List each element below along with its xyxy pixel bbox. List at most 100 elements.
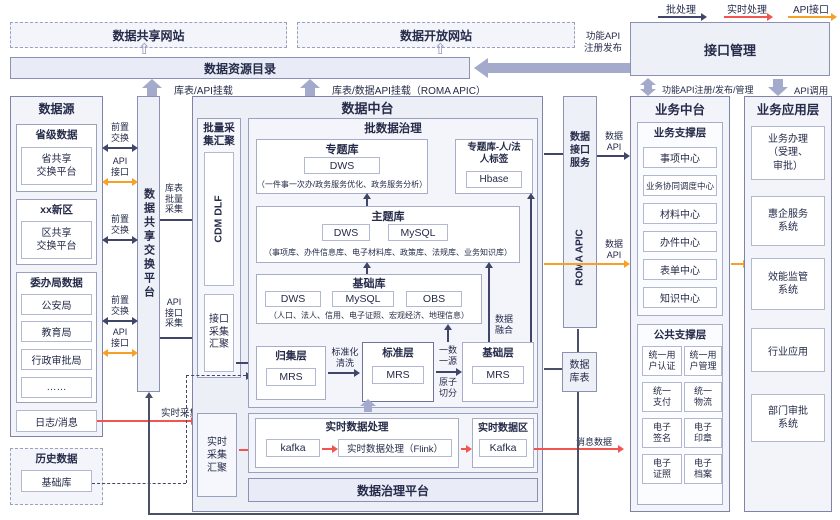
- support-item: 材料中心: [643, 203, 717, 224]
- ifcol-to-dbtable-line: [577, 329, 579, 352]
- one-source-label: 一数 一源: [438, 345, 457, 366]
- bureau-item: 教育局: [21, 321, 92, 342]
- share-website-box: 数据共享网站: [10, 22, 287, 48]
- api-if-label: API 接口: [110, 327, 129, 348]
- api-collect-arrow: [160, 337, 194, 339]
- support-item: 表单中心: [643, 259, 717, 280]
- rt-to-batchgov-arrow: [364, 406, 372, 412]
- flink-to-rtzone-arrow: [461, 448, 467, 450]
- roma-apic-label-wrap: ROMA APIC: [563, 200, 597, 315]
- kafka-box: kafka: [266, 439, 320, 457]
- data-api-label: 数据 API: [604, 131, 623, 152]
- theme-to-special-arrow-head: [363, 193, 371, 199]
- hbase-box: Hbase: [466, 171, 522, 188]
- data-api-arrow: [597, 155, 624, 157]
- data-middle-platform-title: 数据中台: [341, 101, 394, 116]
- special-db-caption: （一件事一次办/政务服务优化、政务服务分析）: [256, 179, 428, 189]
- interface-collect-box: 接口 采集 汇聚: [204, 294, 234, 372]
- api-mgmt-to-catalog-arrow-head: [474, 58, 488, 78]
- api-if-arrow: [107, 181, 133, 183]
- front-exchange-arrow-left: [102, 317, 108, 325]
- business-middle-title: 业务中台: [654, 103, 705, 117]
- one-source-arrow: [436, 371, 456, 373]
- api-management-box: 接口管理: [630, 22, 830, 76]
- data-interface-service-label: 数据 接口 服务: [570, 131, 590, 169]
- std-clean-arrow: [328, 372, 354, 374]
- standard-layer-title: 标准层: [382, 347, 414, 359]
- batch-collect-label: 库表 批量 采集: [164, 182, 183, 215]
- std-clean-arrow-head: [354, 369, 360, 377]
- rtzone-kafka-box: Kafka: [479, 439, 527, 457]
- data-interface-service-column: [563, 96, 597, 328]
- cdm-dlf-label: CDM DLF: [213, 195, 225, 243]
- history-data-title: 历史数据: [35, 453, 78, 465]
- base-dws-box: DWS: [265, 291, 321, 307]
- rt-to-batchgov-arrow-head: [360, 399, 376, 406]
- app-item: 惠企服务 系统: [751, 196, 825, 246]
- kafka-to-flink-arrow: [322, 448, 332, 450]
- legend-realtime-arrow-head: [767, 13, 773, 21]
- legend-batch-label: 批处理: [666, 4, 696, 16]
- public-item: 统一用 户认证: [642, 346, 682, 376]
- tag-db-title: 专题库-人/法 人标签: [467, 142, 521, 165]
- public-item: 统一用 户管理: [684, 346, 722, 376]
- business-app-title: 业务应用层: [756, 103, 820, 117]
- bureau-item: 公安局: [21, 294, 92, 315]
- baselayer-to-tag-arrow-head: [527, 193, 535, 199]
- theme-dws-box: DWS: [322, 224, 370, 241]
- data-share-exchange-bar: 数据共享交换平台: [137, 96, 160, 392]
- api-mgmt-to-catalog-arrow: [488, 63, 630, 73]
- func-api-mgmt-label: 功能API注册/发布/管理: [662, 85, 754, 95]
- stdlayer-to-base-arrow-head: [444, 324, 452, 330]
- func-api-publish-label: 功能API 注册发布: [583, 31, 622, 54]
- func-api-updown-arrow-down: [640, 89, 656, 96]
- theme-mysql-box: MySQL: [388, 224, 448, 241]
- flink-to-rtzone-arrow-head: [466, 445, 472, 453]
- base-layer-title: 基础层: [482, 347, 514, 359]
- support-item: 知识中心: [643, 287, 717, 308]
- baselayer-to-tag-arrow: [530, 198, 532, 342]
- api-call-arrow-head: [768, 87, 788, 96]
- api-collect-label: API 接口 采集: [164, 296, 183, 329]
- front-exchange-arrow-right: [132, 144, 138, 152]
- legend-batch-arrow-head: [701, 13, 707, 21]
- legend-api-arrow: [788, 16, 832, 18]
- kafka-to-flink-arrow-head: [332, 445, 338, 453]
- newdistrict-title: xx新区: [40, 204, 73, 216]
- mount-mid-arrow: [305, 88, 315, 97]
- mid-to-dbtable-line: [544, 368, 562, 370]
- base-db-caption: （人口、法人、信用、电子证照、宏观经济、地理信息）: [269, 311, 469, 320]
- public-item: 电子 证照: [642, 454, 682, 484]
- hollow-up-arrow-icon: ⇧: [434, 41, 447, 58]
- std-clean-label: 标准化 清洗: [331, 347, 359, 368]
- history-dashed-line-v: [186, 375, 187, 483]
- front-exchange-arrow-left: [102, 236, 108, 244]
- province-data-title: 省级数据: [35, 129, 78, 141]
- api-call-arrow: [773, 79, 783, 88]
- legend-realtime-arrow: [724, 16, 768, 18]
- exchange-bar-label: 数据共享交换平台: [142, 188, 155, 300]
- collect-mrs-box: MRS: [266, 368, 316, 386]
- legend-batch-arrow: [658, 16, 702, 18]
- db-table-box: 数据 库表: [562, 352, 597, 392]
- data-api-orange-line-head: [624, 260, 630, 268]
- collect-layer-title: 归集层: [275, 350, 307, 362]
- mount-mid-label: 库表/数据API挂载（ROMA APIC）: [332, 86, 486, 97]
- one-source-arrow-head: [456, 368, 462, 376]
- app-item: 行业应用: [751, 328, 825, 372]
- loop-line-left: [148, 398, 150, 514]
- loop-line-bottom: [148, 513, 579, 515]
- realtime-collect-line: [97, 420, 191, 422]
- roma-apic-label: ROMA APIC: [574, 229, 586, 286]
- theme-to-special-arrow: [366, 197, 368, 206]
- bureau-item: 行政审批局: [21, 349, 92, 370]
- mount-left-label: 库表/API挂载: [174, 86, 233, 97]
- batch-collect-column-title: 批量采 集汇聚: [203, 121, 235, 147]
- func-api-updown-arrow-up: [640, 78, 656, 85]
- api-if-arrow-left: [102, 349, 108, 357]
- baselayer-to-theme-arrow-head: [485, 262, 493, 268]
- loop-line-right: [577, 392, 579, 514]
- baselayer-mrs-box: MRS: [472, 366, 524, 384]
- public-support-title: 公共支撑层: [653, 328, 707, 341]
